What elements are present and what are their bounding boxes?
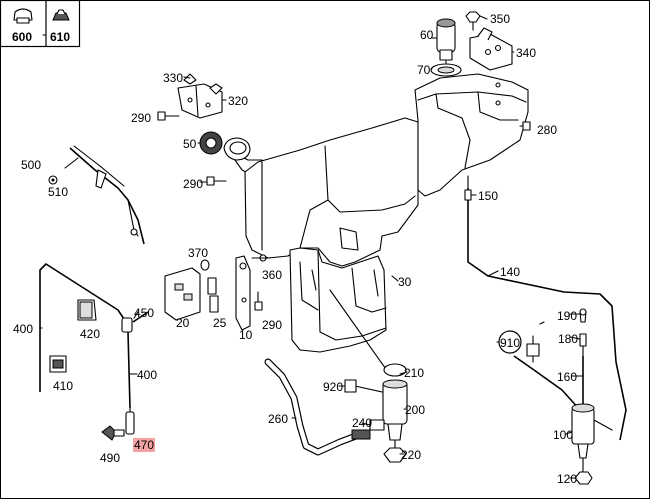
callout-340[interactable]: 340 (516, 46, 537, 60)
legend-label-610[interactable]: 610 (50, 30, 71, 44)
callout-400-left[interactable]: 400 (13, 322, 34, 336)
leader-lines (39, 15, 584, 479)
callout-240[interactable]: 240 (352, 416, 373, 430)
callout-920[interactable]: 920 (323, 380, 344, 394)
hose-260 (264, 358, 360, 456)
callout-180[interactable]: 180 (558, 332, 579, 346)
screw-290-top (157, 111, 177, 121)
callout-420[interactable]: 420 (80, 327, 101, 341)
callout-370[interactable]: 370 (188, 246, 209, 260)
pump-100 (571, 403, 613, 459)
callout-500[interactable]: 500 (21, 158, 42, 172)
callout-910[interactable]: 910 (500, 336, 521, 350)
filler-cap (223, 137, 251, 161)
grommet-120 (574, 457, 593, 485)
screw-290-mid (206, 176, 227, 186)
callout-30[interactable]: 30 (398, 275, 412, 289)
callout-350[interactable]: 350 (490, 12, 511, 26)
callout-330[interactable]: 330 (163, 71, 184, 85)
clip-410 (49, 355, 67, 373)
wiper-nozzle-arm (48, 145, 145, 245)
gear-nut (199, 131, 223, 155)
pipe-160 (513, 355, 584, 411)
fitting-190 (579, 308, 587, 323)
callout-140[interactable]: 140 (500, 265, 521, 279)
pump-bracket (164, 254, 267, 331)
callout-160[interactable]: 160 (557, 370, 578, 384)
pipe-140 (464, 175, 627, 441)
nozzle-490 (101, 425, 125, 441)
legend-box (0, 0, 81, 48)
washer-reservoir (227, 73, 529, 353)
mount-bracket-right (469, 27, 513, 71)
nozzle-470 (125, 407, 135, 435)
callout-260[interactable]: 260 (268, 412, 289, 426)
washer-pump (329, 289, 408, 441)
callout-360[interactable]: 360 (262, 268, 283, 282)
callout-220[interactable]: 220 (401, 448, 422, 462)
callout-60[interactable]: 60 (420, 28, 434, 42)
callout-290-low[interactable]: 290 (262, 318, 283, 332)
callout-210[interactable]: 210 (404, 366, 425, 380)
callout-200[interactable]: 200 (405, 403, 426, 417)
callout-25[interactable]: 25 (213, 316, 227, 330)
screw-280 (519, 121, 531, 131)
callout-280[interactable]: 280 (537, 123, 558, 137)
callout-100[interactable]: 100 (553, 428, 574, 442)
callout-120[interactable]: 120 (557, 472, 578, 486)
screw-290-low (254, 291, 263, 311)
callout-400-mid[interactable]: 400 (137, 368, 158, 382)
check-valve (498, 330, 540, 363)
clip-icon (52, 9, 70, 21)
callout-290-top[interactable]: 290 (131, 111, 152, 125)
legend-label-600[interactable]: 600 (12, 30, 33, 44)
callout-450[interactable]: 450 (134, 306, 155, 320)
callout-150[interactable]: 150 (478, 189, 499, 203)
callout-320[interactable]: 320 (228, 94, 249, 108)
clamp-420 (77, 299, 97, 321)
fitting-180 (579, 333, 587, 357)
callout-50[interactable]: 50 (183, 137, 197, 151)
callout-410[interactable]: 410 (53, 379, 74, 393)
pipe-400 (39, 263, 127, 392)
grommet-220 (383, 439, 407, 463)
callout-490[interactable]: 490 (100, 451, 121, 465)
callout-70[interactable]: 70 (417, 63, 431, 77)
callout-20[interactable]: 20 (176, 316, 190, 330)
callout-10[interactable]: 10 (239, 328, 253, 342)
plug-icon (13, 8, 33, 24)
callout-190[interactable]: 190 (557, 309, 578, 323)
callout-510[interactable]: 510 (48, 185, 69, 199)
mount-bracket-left (177, 73, 223, 119)
level-sensor (430, 18, 462, 77)
callout-290-mid[interactable]: 290 (183, 177, 204, 191)
callout-470[interactable]: 470 (133, 438, 156, 452)
connector-450 (121, 311, 149, 409)
